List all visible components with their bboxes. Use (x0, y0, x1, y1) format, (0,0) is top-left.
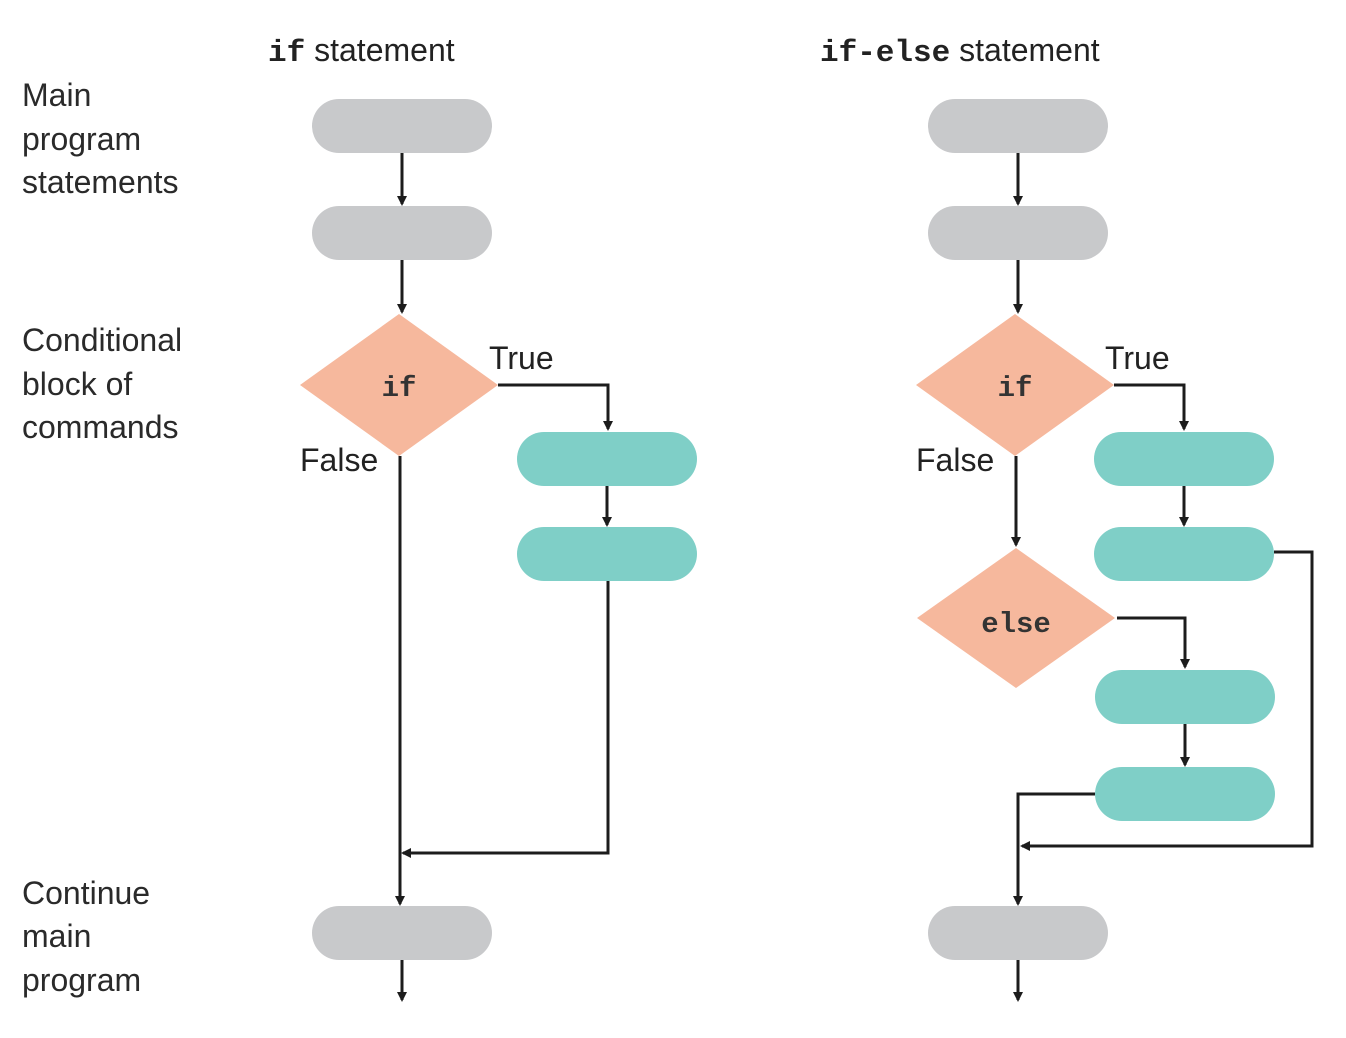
else-decision-label: else (981, 608, 1051, 641)
side-label-conditional-line-3: commands (22, 409, 179, 445)
if-else-diagram-title: if-else statement (820, 32, 1100, 71)
else-branch-arrow (1117, 616, 1190, 669)
if-conditional-block-1 (517, 432, 697, 486)
if-return-arrow (401, 581, 610, 858)
if-else-true-block-2 (1094, 527, 1274, 581)
if-main-block-1 (312, 99, 492, 153)
else-decision-diamond (917, 548, 1115, 688)
if-main-block-2 (312, 206, 492, 260)
side-label-conditional-line-2: block of (22, 366, 132, 402)
if-else-decision-label: if (998, 372, 1033, 405)
if-else-diagram-title-text: statement (950, 32, 1100, 68)
side-label-continue-line-1: Continue (22, 875, 150, 911)
if-true-arrow (498, 383, 613, 431)
if-diagram-title: if statement (268, 32, 455, 71)
if-else-true-return-arrow (1020, 550, 1314, 851)
if-else-decision-diamond (916, 314, 1114, 456)
side-label-main-line-3: statements (22, 164, 179, 200)
side-label-main-line-2: program (22, 121, 141, 157)
if-diagram-title-code: if (268, 36, 305, 71)
if-else-true-label: True (1105, 340, 1170, 376)
if-else-continue-block (928, 906, 1108, 960)
if-true-label: True (489, 340, 554, 376)
if-else-false-label: False (916, 442, 994, 478)
side-label-continue-line-2: main (22, 918, 91, 954)
if-else-main-block-2 (928, 206, 1108, 260)
if-else-diagram-title-code: if-else (820, 36, 950, 71)
if-else-else-block-1 (1095, 670, 1275, 724)
if-false-label: False (300, 442, 378, 478)
if-else-else-return-arrow (1013, 792, 1095, 906)
if-else-true-arrow (1114, 383, 1189, 431)
if-else-main-block-1 (928, 99, 1108, 153)
if-statement-diagram: if statement if True False (268, 32, 697, 1002)
side-label-continue-line-3: program (22, 962, 141, 998)
side-label-conditional-line-1: Conditional (22, 322, 182, 358)
if-else-statement-diagram: if-else statement if True False else (820, 32, 1314, 1002)
if-conditional-block-2 (517, 527, 697, 581)
if-else-true-block-1 (1094, 432, 1274, 486)
if-diagram-title-text: statement (305, 32, 455, 68)
side-label-main-line-1: Main (22, 77, 91, 113)
if-decision-diamond (300, 314, 498, 456)
if-decision-label: if (382, 372, 417, 405)
if-continue-block (312, 906, 492, 960)
if-else-else-block-2 (1095, 767, 1275, 821)
